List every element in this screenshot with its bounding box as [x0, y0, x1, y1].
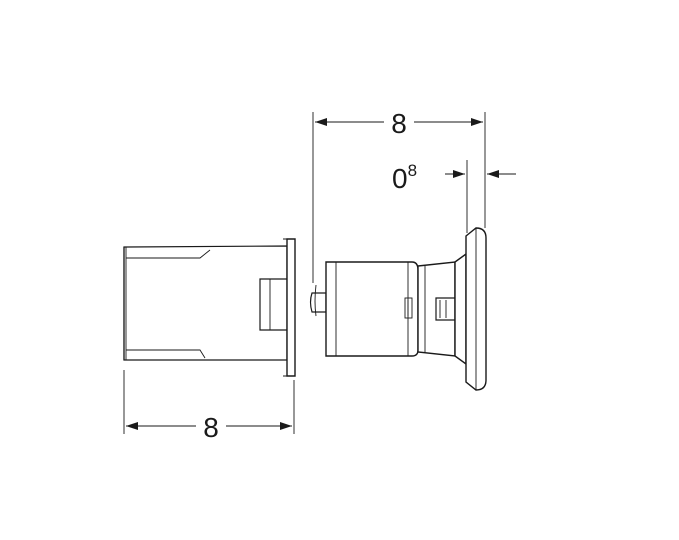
svg-text:08: 08 [392, 161, 417, 194]
dimension-offset-label: 0 [392, 163, 408, 194]
mounting-sleeve [123, 238, 296, 377]
dimension-offset: 08 [392, 160, 516, 233]
dimension-bottom-label: 8 [203, 412, 219, 443]
actuator-assembly [309, 227, 487, 391]
dimension-offset-superscript: 8 [408, 161, 417, 180]
dimension-top-label: 8 [391, 108, 407, 139]
dimension-top: 8 [312, 108, 486, 283]
dimension-bottom: 8 [123, 370, 295, 443]
